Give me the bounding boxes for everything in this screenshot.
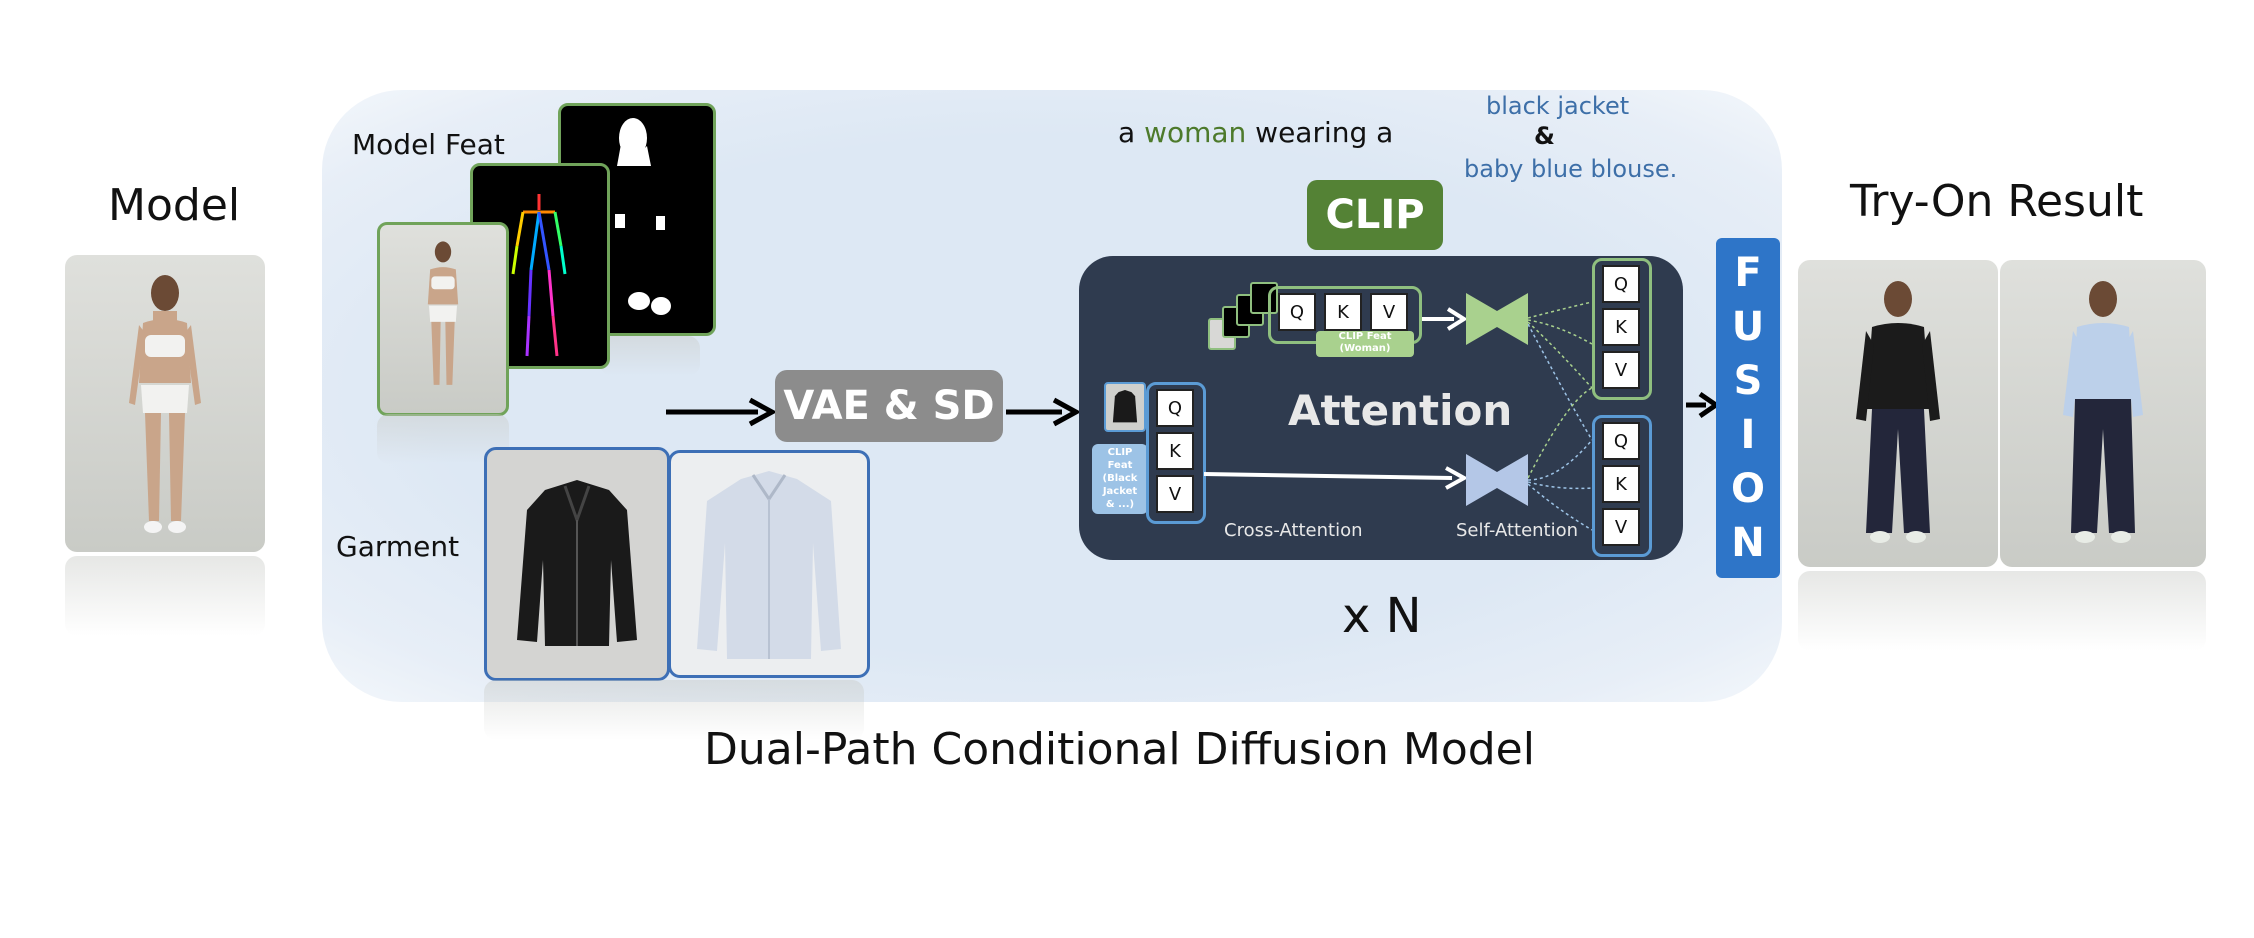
parsing-silhouette-icon <box>615 118 671 315</box>
cross-k: K <box>1156 432 1194 470</box>
result-jacket-figure-icon <box>1856 281 1940 543</box>
diagram-caption: Dual-Path Conditional Diffusion Model <box>704 724 1535 775</box>
clip-feat-woman-line1: CLIP Feat <box>1338 331 1392 342</box>
arrow-to-attention <box>1006 397 1080 427</box>
cross-q: Q <box>1156 389 1194 427</box>
fusion-letter-i: I <box>1740 412 1756 458</box>
prompt-item1: black jacket <box>1486 92 1630 120</box>
prompt-item2: baby blue blouse. <box>1464 155 1678 183</box>
cross-attention-label: Cross-Attention <box>1224 520 1363 541</box>
fusion-letter-u: U <box>1731 304 1765 350</box>
prompt-part2: wearing a <box>1246 116 1394 149</box>
fusion-letter-n: N <box>1731 520 1765 566</box>
repeat-label: x N <box>1342 588 1422 644</box>
blouse-icon <box>697 471 841 659</box>
fusion-letter-o: O <box>1730 466 1765 512</box>
top-q: Q <box>1278 293 1316 331</box>
prompt-connector: & <box>1534 122 1555 150</box>
model-photo <box>65 255 265 552</box>
result-photo-jacket <box>1798 260 1998 567</box>
prompt-part1: a <box>1118 116 1145 149</box>
self-qkv-bottom-frame <box>1592 415 1652 557</box>
blouse-card <box>668 450 870 678</box>
attention-label: Attention <box>1288 386 1513 435</box>
model-title: Model <box>108 180 241 231</box>
top-k: K <box>1324 293 1362 331</box>
fusion-letter-f: F <box>1734 250 1762 296</box>
result-title: Try-On Result <box>1850 176 2144 227</box>
self-top-v: V <box>1602 351 1640 389</box>
arrow-to-top-bottleneck <box>1422 307 1468 331</box>
model-photo-reflection <box>65 556 265 636</box>
arrow-to-bottom-bottleneck <box>1203 466 1468 490</box>
self-qkv-top-frame <box>1592 258 1652 400</box>
clip-feat-woman-tag: CLIP Feat (Woman) <box>1316 331 1414 357</box>
parsing-mask-reflection <box>600 336 700 376</box>
bottom-bottleneck-icon <box>1466 454 1528 506</box>
cross-v: V <box>1156 475 1194 513</box>
result-reflection <box>1798 571 2206 651</box>
model-feat-photo <box>377 222 509 416</box>
clip-feat-garment-line2: Feat <box>1107 460 1133 471</box>
prompt-line1: a woman wearing a <box>1118 116 1393 149</box>
garment-token-thumb <box>1104 382 1146 432</box>
clip-feat-garment-tag: CLIP Feat (Black Jacket & ...) <box>1092 444 1148 514</box>
result-blouse-figure-icon <box>2063 281 2143 543</box>
jacket-icon <box>517 480 637 646</box>
vae-sd-block: VAE & SD <box>775 370 1003 442</box>
self-top-k: K <box>1602 308 1640 346</box>
clip-feat-garment-line1: CLIP <box>1107 447 1133 458</box>
self-bottom-k: K <box>1602 465 1640 503</box>
cross-qkv-frame <box>1146 382 1206 524</box>
model-feat-figure-icon <box>427 241 459 385</box>
fusion-block: F U S I O N <box>1716 238 1780 578</box>
prompt-subject: woman <box>1144 116 1247 149</box>
text-token-stack <box>1208 278 1278 350</box>
model-figure-icon <box>129 275 201 533</box>
top-v: V <box>1370 293 1408 331</box>
jacket-card <box>484 447 670 681</box>
self-top-q: Q <box>1602 265 1640 303</box>
clip-feat-garment-line3: (Black <box>1102 473 1138 484</box>
result-photo-blouse <box>2000 260 2206 567</box>
fusion-letter-s: S <box>1733 358 1763 404</box>
arrow-to-vae <box>666 397 776 427</box>
pose-skeleton-icon <box>511 194 567 357</box>
clip-feat-garment-line4: Jacket <box>1102 486 1138 497</box>
garment-label: Garment <box>336 530 460 563</box>
model-feat-label: Model Feat <box>352 128 505 161</box>
connection-lines <box>1528 301 1593 531</box>
arrow-to-fusion <box>1686 391 1720 419</box>
garment-token-jacket-icon <box>1112 390 1138 423</box>
clip-block: CLIP <box>1307 180 1443 250</box>
garment-reflection <box>484 680 864 740</box>
clip-feat-garment-line5: & ...) <box>1105 499 1135 510</box>
self-bottom-q: Q <box>1602 422 1640 460</box>
self-bottom-v: V <box>1602 508 1640 546</box>
top-bottleneck-icon <box>1466 293 1528 345</box>
clip-feat-woman-line2: (Woman) <box>1339 343 1391 354</box>
self-attention-label: Self-Attention <box>1456 520 1579 541</box>
